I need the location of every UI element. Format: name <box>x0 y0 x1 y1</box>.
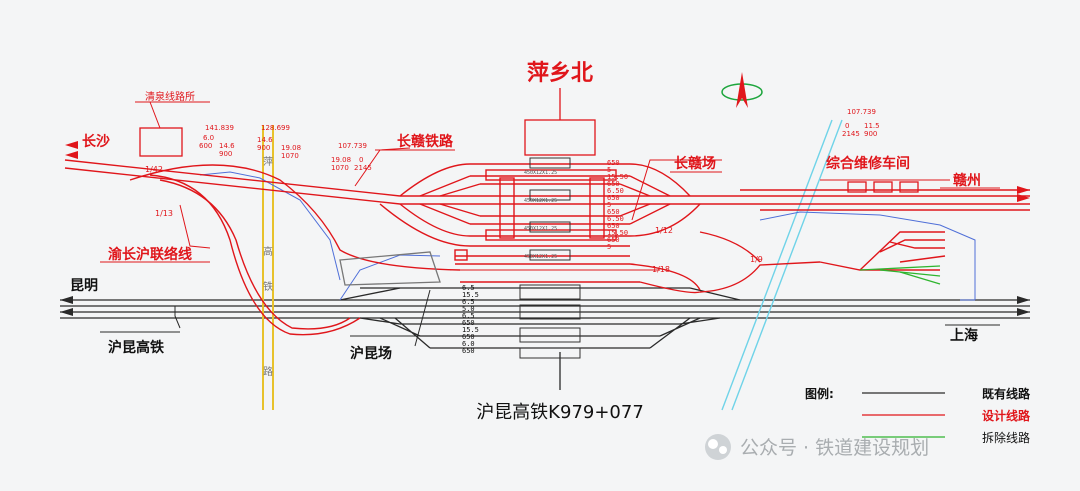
spacing-value-upper: 15.50 <box>607 173 628 181</box>
dismantled-tracks <box>859 265 941 285</box>
spacing-value-lower: 15.5 <box>462 326 479 334</box>
km-4-c: 11.5 <box>864 122 880 130</box>
label-ganzhou: 赣州 <box>953 172 981 189</box>
spacing-value-lower: 650 <box>462 333 475 341</box>
platforms-upper <box>519 157 581 359</box>
km-2-d: 1070 <box>281 152 299 160</box>
spacing-value-lower: 15.5 <box>462 291 479 299</box>
turnout-4: 1/18 <box>652 265 670 274</box>
river-char-3: 铁 <box>263 280 273 293</box>
label-changgan-yard: 长赣场 <box>674 155 716 172</box>
km-4-b: 2145 <box>842 130 860 138</box>
turnout-2: 1/13 <box>155 209 173 218</box>
platform-labels: 450X12X1.25 450X12X1.25 450X12X1.25 450X12X… <box>524 170 557 260</box>
spacing-value-upper: 5 <box>607 201 611 209</box>
watermark: 公众号 · 铁道建设规划 <box>705 434 929 460</box>
km-1-b: 600 <box>199 142 212 150</box>
km-3-c: 0 <box>359 156 363 164</box>
north-compass <box>721 72 763 108</box>
spacing-value-upper: 650 <box>607 236 620 244</box>
river-stripe: 萍 高 铁 路 <box>262 125 274 410</box>
label-hukun-hsr: 沪昆高铁 <box>108 339 164 356</box>
km-1-d: 900 <box>219 150 232 158</box>
turnout-1: 1/42 <box>145 165 163 174</box>
callout-leaders-black <box>100 289 1000 347</box>
km-2-top: 128.699 <box>261 124 290 132</box>
spacing-value-upper: 15.50 <box>607 229 628 237</box>
km-4-top: 107.739 <box>847 108 876 116</box>
spacing-value-upper: 5 <box>607 166 611 174</box>
spacing-value-upper: 6.50 <box>607 187 624 195</box>
watermark-text: 公众号 · 铁道建设规划 <box>740 437 929 459</box>
spacing-value-lower: 6.0 <box>462 340 475 348</box>
label-depot: 综合维修车间 <box>826 155 910 172</box>
label-changsha: 长沙 <box>82 133 110 150</box>
km-4-d: 900 <box>864 130 877 138</box>
label-yuchanghu: 渝长沪联络线 <box>108 246 192 263</box>
km-3-a: 19.08 <box>331 156 351 164</box>
station-buildings <box>139 88 919 286</box>
direction-arrows <box>60 141 1030 316</box>
turnout-5: 1/9 <box>750 255 763 264</box>
km-1-c: 14.6 <box>219 142 235 150</box>
callout-leaders <box>100 101 1000 263</box>
river-char-2: 高 <box>263 245 273 258</box>
label-kunming: 昆明 <box>70 278 98 294</box>
river-char-1: 萍 <box>263 156 273 168</box>
platform-label: 450X12X1.25 <box>524 254 557 260</box>
label-changgan-rail: 长赣铁路 <box>397 133 454 150</box>
km-1-a: 6.0 <box>203 134 214 142</box>
legend-label-design: 设计线路 <box>982 408 1031 423</box>
spacing-value-lower: 6.5 <box>462 284 475 292</box>
spacing-value-lower: 650 <box>462 347 475 355</box>
spacing-value-lower: 6.5 <box>462 298 475 306</box>
existing-hukun-tracks <box>60 287 1030 390</box>
label-shanghai: 上海 <box>950 327 978 344</box>
design-tracks <box>64 159 1030 336</box>
platform-label: 450X12X1.25 <box>524 198 557 204</box>
km-2-b: 900 <box>257 144 270 152</box>
spacing-value-upper: 650 <box>607 180 620 188</box>
spacing-value-lower: 5.0 <box>462 305 475 313</box>
spacing-value-upper: 6.50 <box>607 215 624 223</box>
km-3-top: 107.739 <box>338 142 367 150</box>
spacing-value-upper: 650 <box>607 159 620 167</box>
spacing-value-upper: 650 <box>607 194 620 202</box>
km-1-top: 141.839 <box>205 124 234 132</box>
platform-label: 450X12X1.25 <box>524 226 557 232</box>
turnout-3: 1/12 <box>655 226 673 235</box>
spacing-value-upper: 650 <box>607 222 620 230</box>
label-qingquan: 清泉线路所 <box>145 90 195 103</box>
km-3-d: 2145 <box>354 164 372 172</box>
platform-label: 450X12X1.25 <box>524 170 557 176</box>
km-2-a: 14.6 <box>257 136 273 144</box>
spacing-value-lower: 6.5 <box>462 312 475 320</box>
legend-title: 图例: <box>805 386 834 401</box>
label-hukun-yard: 沪昆场 <box>350 345 392 362</box>
km-2-c: 19.08 <box>281 144 301 152</box>
legend: 图例: 既有线路 设计线路 拆除线路 <box>805 386 1031 445</box>
spacing-value-lower: 650 <box>462 319 475 327</box>
labels: 萍乡北 长沙 清泉线路所 长赣铁路 长赣场 综合维修车间 赣州 渝长沪联络线 昆… <box>70 61 981 423</box>
station-mileage: 沪昆高铁K979+077 <box>476 402 644 423</box>
legend-label-existing: 既有线路 <box>982 386 1031 401</box>
legend-label-removed: 拆除线路 <box>982 430 1030 445</box>
km-3-b: 1070 <box>331 164 349 172</box>
km-4-a: 0 <box>845 122 849 130</box>
river-char-4: 路 <box>263 365 273 378</box>
spacing-value-upper: 5 <box>607 243 611 251</box>
spacing-value-upper: 650 <box>607 208 620 216</box>
canal-stripe <box>721 119 843 411</box>
station-title: 萍乡北 <box>527 61 593 86</box>
